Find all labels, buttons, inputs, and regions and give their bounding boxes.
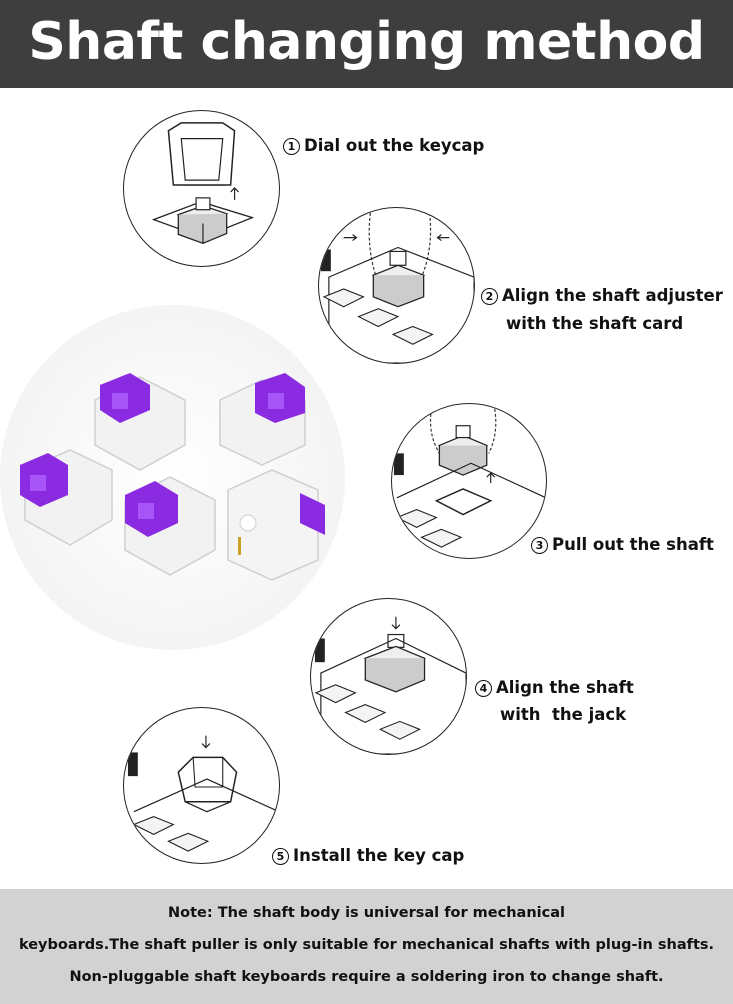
keycap-removal-illustration bbox=[123, 110, 280, 267]
note-line-3: Non-pluggable shaft keyboards require a … bbox=[69, 969, 664, 985]
step-4-label-line-2: with the jack bbox=[500, 705, 627, 724]
step-2-number: 2 bbox=[481, 288, 498, 305]
note-panel: Note: The shaft body is universal for me… bbox=[0, 889, 733, 1004]
switch-pull-out-illustration bbox=[391, 403, 547, 559]
step-2-text-line-1: Align the shaft adjuster bbox=[502, 286, 723, 305]
step-4-text-line-1: Align the shaft bbox=[496, 678, 634, 697]
switch-insert-illustration bbox=[310, 598, 467, 755]
step-3-number: 3 bbox=[531, 537, 548, 554]
mechanical-switches-photo bbox=[0, 305, 345, 650]
step-3-text: Pull out the shaft bbox=[552, 535, 714, 554]
note-line-2: keyboards.The shaft puller is only suita… bbox=[18, 937, 715, 953]
step-2-label-line-2: with the shaft card bbox=[506, 314, 684, 333]
step-1-number: 1 bbox=[283, 138, 300, 155]
switch-puller-illustration bbox=[318, 207, 475, 364]
step-5-number: 5 bbox=[272, 848, 289, 865]
step-4-number: 4 bbox=[475, 680, 492, 697]
step-5-text: Install the key cap bbox=[293, 846, 465, 865]
header-bar: Shaft changing method bbox=[0, 0, 733, 88]
page-title: Shaft changing method bbox=[28, 12, 705, 72]
keycap-install-illustration bbox=[123, 707, 280, 864]
note-line-1: Note: The shaft body is universal for me… bbox=[168, 905, 565, 921]
step-1-text: Dial out the keycap bbox=[304, 136, 485, 155]
